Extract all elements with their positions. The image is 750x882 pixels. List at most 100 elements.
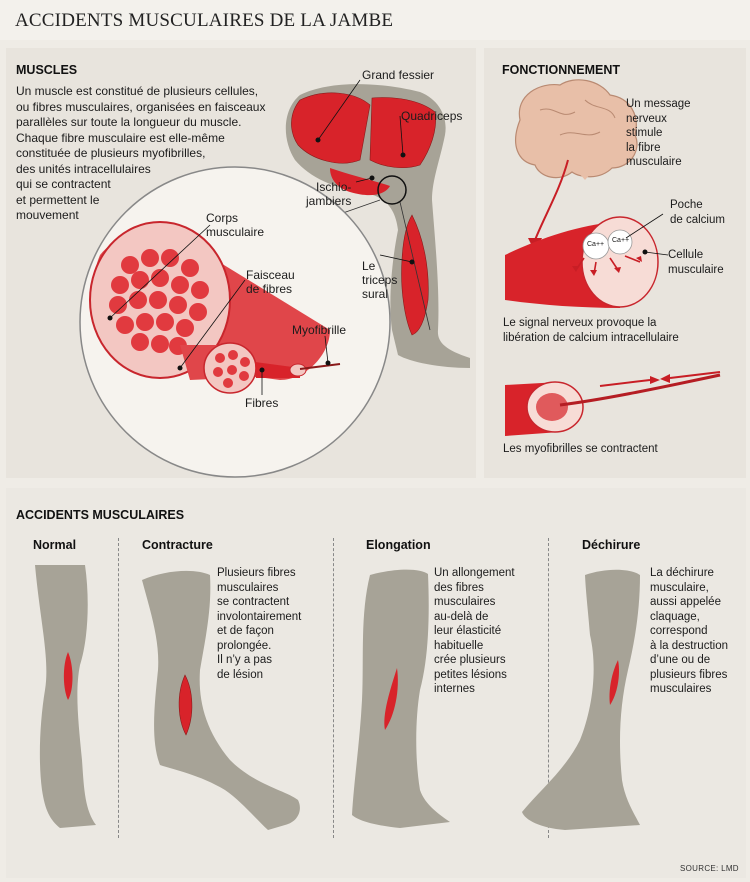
label-line: Le [362, 259, 376, 273]
calcium-label-2: Ca++ [612, 237, 630, 244]
title-bar: ACCIDENTS MUSCULAIRES DE LA JAMBE [0, 0, 750, 40]
calcium-label-1: Ca++ [587, 241, 605, 248]
text-line: au-delà de [434, 610, 489, 623]
text-line: musculaires [217, 581, 279, 594]
text-line: La déchirure [650, 567, 714, 579]
text-line: Cellule [668, 249, 704, 261]
label-corps-musculaire: Corps musculaire [206, 211, 264, 239]
fonctionnement-heading: FONCTIONNEMENT [502, 63, 621, 77]
signal-caption: Le signal nerveux provoque la libération… [503, 316, 679, 345]
source-credit: SOURCE: LMD [680, 864, 739, 873]
muscle-dechirure [609, 660, 620, 705]
label-line: jambiers [306, 194, 352, 208]
accidents-heading: ACCIDENTS MUSCULAIRES [16, 508, 185, 522]
quadriceps-muscle [369, 97, 436, 169]
nerve-signal-arrow [534, 159, 569, 241]
label-grand-fessier: Grand fessier [362, 68, 435, 82]
fascicles [109, 249, 209, 355]
elongation-description: Un allongement des fibres musculaires au… [434, 566, 515, 697]
muscle-elongation [384, 668, 398, 730]
triceps-sural-muscle [401, 214, 429, 336]
text-line: musculaire [626, 156, 682, 168]
leg-normal [35, 565, 96, 828]
dechirure-title: Déchirure [582, 538, 641, 552]
text-line: petites lésions [434, 668, 507, 681]
leg-contracture [142, 570, 300, 830]
muscles-line: constituée de plusieurs myofibrilles, [16, 146, 206, 160]
elongation-title: Elongation [366, 538, 431, 552]
text-line: des fibres [434, 581, 484, 594]
leg-elongation [352, 569, 450, 828]
text-line: se contractent [217, 596, 290, 608]
label-faisceau: Faisceau de fibres [246, 268, 295, 296]
muscles-description: Un muscle est constitué de plusieurs cel… [16, 84, 265, 224]
muscles-line: mouvement [16, 208, 79, 222]
label-line: Ischio- [316, 180, 352, 194]
muscle-contracture [178, 674, 193, 736]
label-line: triceps [362, 273, 398, 287]
text-line: libération de calcium intracellulaire [503, 331, 679, 344]
text-line: Poche [670, 199, 703, 211]
text-line: Un allongement [434, 567, 515, 579]
label-cellule-musculaire: Cellule musculaire [668, 248, 724, 277]
label-line: Corps [206, 211, 239, 225]
calcium-pocket-2 [607, 229, 633, 255]
label-line: sural [362, 287, 389, 301]
text-line: stimule [626, 127, 663, 139]
label-line: de fibres [246, 282, 293, 296]
text-line: crée plusieurs [434, 654, 506, 666]
text-line: Le signal nerveux provoque la [503, 317, 657, 329]
contract-arrow-left [660, 374, 670, 383]
muscles-line: parallèles sur toute la longueur du musc… [16, 115, 242, 129]
contract-arrow-right [650, 376, 660, 384]
label-poche-calcium: Poche de calcium [670, 198, 725, 227]
ischio-muscle [330, 168, 390, 196]
text-line: musculaire [668, 263, 724, 276]
divider [548, 538, 549, 838]
muscles-line: qui se contractent [16, 177, 111, 191]
label-triceps-sural: Le triceps sural [362, 259, 397, 301]
muscle-normal [63, 652, 73, 700]
text-line: Un message [626, 98, 691, 110]
text-line: musculaires [650, 683, 712, 695]
page-title: ACCIDENTS MUSCULAIRES DE LA JAMBE [15, 10, 394, 31]
text-line: leur élasticité [434, 625, 502, 637]
text-line: habituelle [434, 639, 484, 652]
text-line: musculaires [434, 596, 496, 608]
text-line: correspond [650, 625, 708, 637]
text-line: nerveux [626, 112, 667, 125]
text-line: Plusieurs fibres [217, 567, 296, 579]
grand-fessier-muscle [291, 92, 371, 164]
dechirure-description: La déchirure musculaire, aussi appelée c… [650, 566, 728, 697]
contracture-title: Contracture [142, 538, 213, 552]
contracture-description: Plusieurs fibres musculaires se contract… [217, 566, 301, 682]
text-line: claquage, [650, 610, 700, 623]
text-line: à la destruction [650, 639, 728, 652]
muscles-line: Chaque fibre musculaire est elle-même [16, 130, 225, 145]
text-line: involontairement [217, 610, 302, 623]
contract-caption: Les myofibrilles se contractent [503, 443, 658, 455]
label-fibres: Fibres [245, 396, 279, 410]
text-line: plusieurs fibres [650, 668, 728, 681]
text-line: prolongée. [217, 639, 272, 652]
zoom-circle [377, 175, 407, 205]
muscles-line: des unités intracellulaires [16, 161, 151, 176]
label-line: musculaire [206, 225, 265, 239]
text-line: et de façon [217, 625, 274, 637]
normal-title: Normal [33, 538, 77, 552]
divider [333, 538, 334, 838]
label-quadriceps: Quadriceps [401, 109, 463, 123]
label-myofibrille: Myofibrille [292, 323, 347, 337]
leg-dechirure [522, 569, 640, 830]
muscles-heading: MUSCLES [16, 63, 78, 77]
muscles-line: et permettent le [16, 192, 100, 207]
label-ischio: Ischio- jambiers [306, 180, 351, 208]
text-line: de lésion [217, 668, 264, 681]
brain-icon [515, 79, 638, 179]
text-line: internes [434, 683, 475, 695]
divider [118, 538, 119, 838]
label-line: Faisceau [246, 268, 295, 282]
